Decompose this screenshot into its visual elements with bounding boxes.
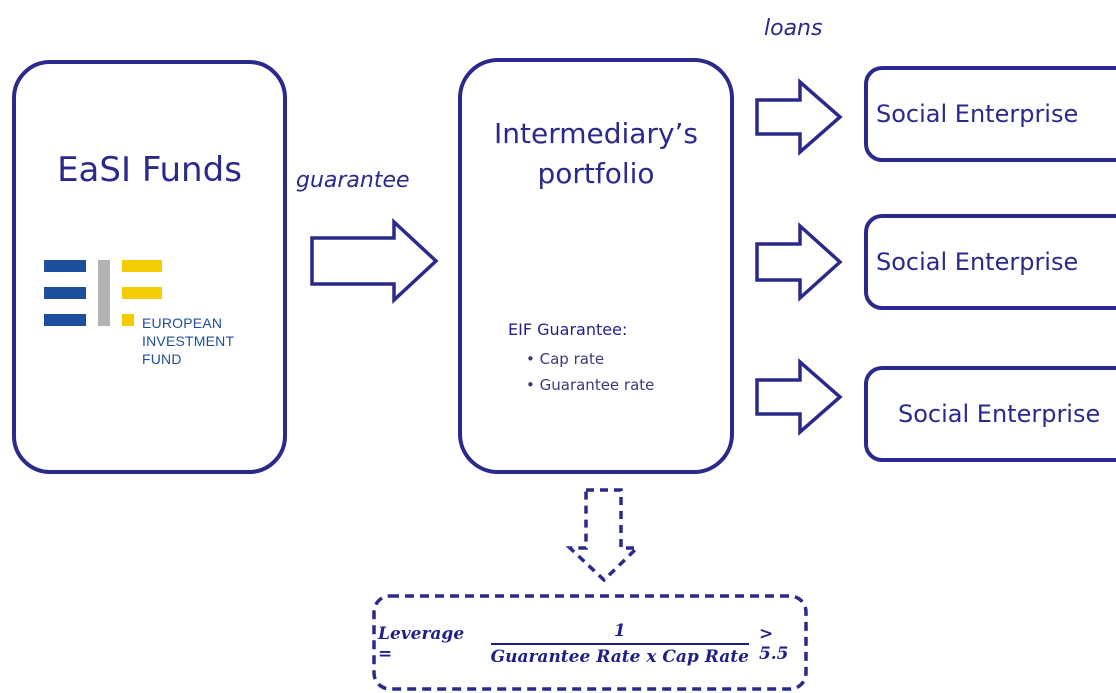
formula-fraction-bar bbox=[490, 643, 749, 645]
portfolio-title-line-2: portfolio bbox=[537, 157, 655, 190]
loan-arrow-2 bbox=[755, 222, 843, 302]
bullet-guarantee-rate-text: Guarantee rate bbox=[539, 376, 655, 394]
bullet-cap-rate: • Cap rate bbox=[526, 350, 605, 368]
down-arrow-dashed bbox=[565, 488, 642, 583]
formula-numerator: 1 bbox=[613, 621, 626, 641]
eif-logo-line-1: EUROPEAN bbox=[142, 315, 223, 331]
eif-logo-yellow-bar-2 bbox=[122, 287, 162, 299]
social-enterprise-label-2: Social Enterprise bbox=[876, 248, 1079, 276]
social-enterprise-box-2: Social Enterprise bbox=[864, 214, 1116, 310]
formula-rhs: > 5.5 bbox=[758, 624, 789, 664]
loans-label: loans bbox=[764, 16, 823, 41]
guarantee-label: guarantee bbox=[296, 168, 410, 193]
formula-lhs: Leverage = bbox=[378, 624, 465, 664]
bullet-guarantee-rate: • Guarantee rate bbox=[526, 376, 655, 394]
eif-logo-yellow-bar-1 bbox=[122, 260, 162, 272]
eif-logo-text: EUROPEAN INVESTMENT FUND bbox=[142, 314, 234, 368]
eif-logo-line-2: INVESTMENT bbox=[142, 333, 235, 349]
social-enterprise-box-1: Social Enterprise bbox=[864, 66, 1116, 162]
guarantee-arrow bbox=[310, 217, 439, 305]
intermediary-portfolio-box: Intermediary’s portfolio EIF Guarantee: … bbox=[458, 58, 734, 474]
eif-logo-line-3: FUND bbox=[142, 351, 182, 367]
portfolio-title: Intermediary’s portfolio bbox=[462, 114, 730, 194]
eif-logo: EUROPEAN INVESTMENT FUND bbox=[44, 260, 264, 400]
social-enterprise-box-3: Social Enterprise bbox=[864, 366, 1116, 462]
social-enterprise-label-1: Social Enterprise bbox=[876, 100, 1079, 128]
eif-logo-blue-bar-3 bbox=[44, 314, 86, 326]
eif-logo-blue-bar-2 bbox=[44, 287, 86, 299]
eif-logo-blue-bar-1 bbox=[44, 260, 86, 272]
portfolio-title-line-1: Intermediary’s bbox=[493, 117, 698, 150]
leverage-formula: Leverage = 1 Guarantee Rate x Cap Rate >… bbox=[378, 618, 806, 670]
eif-logo-grey-bar bbox=[98, 260, 110, 326]
eif-guarantee-heading: EIF Guarantee: bbox=[508, 320, 628, 339]
bullet-list: • Cap rate • Guarantee rate bbox=[526, 346, 654, 398]
bullet-cap-rate-text: Cap rate bbox=[539, 350, 605, 368]
eif-logo-yellow-square bbox=[122, 314, 134, 326]
formula-fraction: 1 Guarantee Rate x Cap Rate bbox=[490, 621, 749, 667]
social-enterprise-label-3: Social Enterprise bbox=[898, 400, 1101, 428]
loan-arrow-1 bbox=[755, 78, 843, 156]
loan-arrow-3 bbox=[755, 358, 843, 436]
easi-funds-box: EaSI Funds EUROPEAN INVESTMENT FUND bbox=[12, 60, 287, 474]
easi-funds-title: EaSI Funds bbox=[57, 150, 242, 190]
formula-box-border bbox=[372, 594, 808, 691]
formula-denominator: Guarantee Rate x Cap Rate bbox=[490, 647, 749, 667]
